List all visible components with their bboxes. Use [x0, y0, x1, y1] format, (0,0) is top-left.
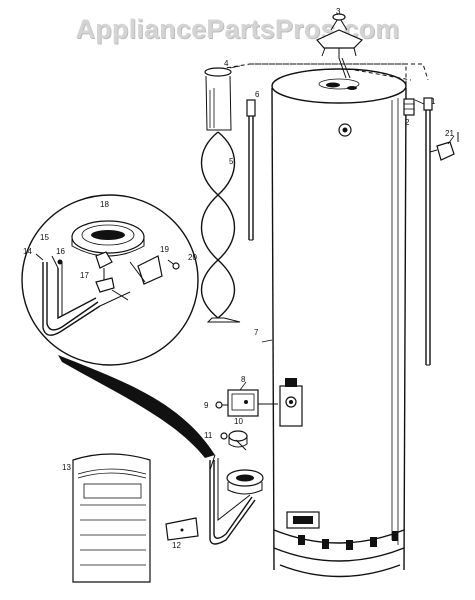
callout-3: 3 [336, 7, 341, 16]
callout-4: 4 [224, 59, 229, 68]
part-6-anode-rod [246, 99, 256, 241]
part-10-thermostat-knob [228, 430, 248, 448]
callout-17: 17 [80, 271, 89, 280]
part-11-fitting [220, 432, 247, 451]
callout-5: 5 [229, 157, 234, 166]
part-13-outer-door [72, 453, 151, 583]
part-9-fitting [215, 401, 228, 409]
callout-13: 13 [62, 463, 71, 472]
callout-18: 18 [100, 200, 109, 209]
callout-1: 1 [431, 97, 436, 106]
callout-7: 7 [254, 328, 259, 337]
callout-6: 6 [255, 90, 260, 99]
callout-10: 10 [234, 417, 243, 426]
part-12-access-cover [165, 517, 199, 541]
callout-19: 19 [160, 245, 169, 254]
part-1-dip-tube [423, 97, 433, 366]
callout-12: 12 [172, 541, 181, 550]
burner-assembly-lower [209, 458, 264, 545]
part-3-flue-assembly [316, 13, 364, 79]
part-4-5-flue-baffle [200, 67, 241, 323]
callout-2: 2 [405, 118, 410, 127]
leader-lines [229, 65, 455, 391]
callout-20: 20 [188, 253, 197, 262]
callout-15: 15 [40, 233, 49, 242]
magnified-burner-inset [21, 194, 216, 471]
callout-9: 9 [204, 401, 209, 410]
part-2-nipple [403, 98, 415, 116]
callout-14: 14 [23, 247, 32, 256]
callout-21: 21 [445, 129, 454, 138]
tank-body [271, 68, 407, 578]
callout-11: 11 [204, 431, 213, 440]
part-8-gas-valve [227, 389, 278, 417]
part-21-drain-valve [429, 132, 459, 161]
callout-16: 16 [56, 247, 65, 256]
callout-8: 8 [241, 375, 246, 384]
